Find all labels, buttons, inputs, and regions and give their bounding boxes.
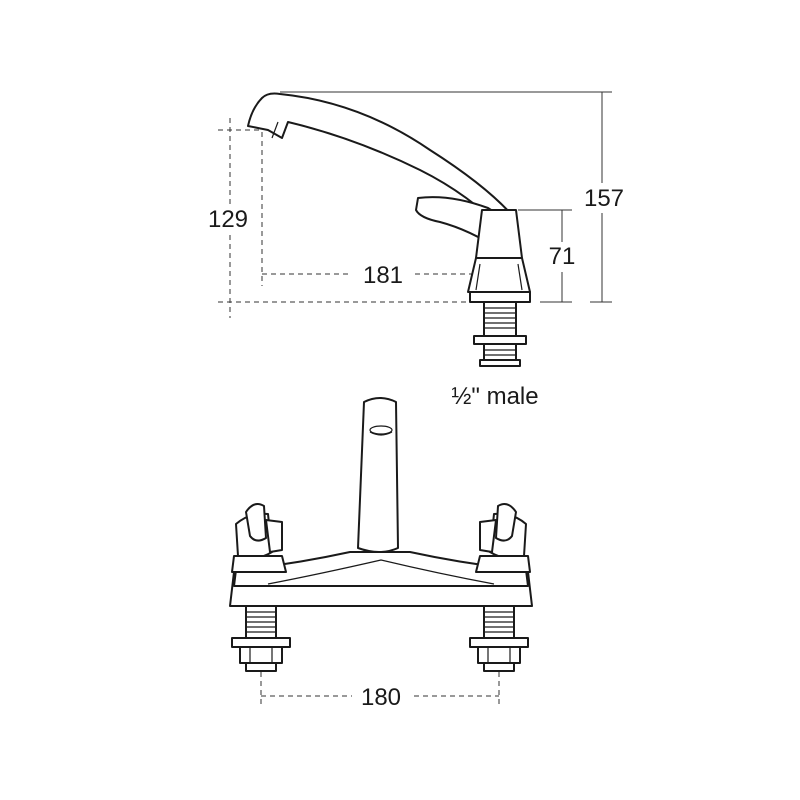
front-view: 180 — [229, 397, 533, 712]
body-height-dimension: 71 — [518, 209, 582, 303]
threaded-tail — [473, 301, 527, 367]
left-threaded-tail — [231, 605, 291, 672]
base-flange — [469, 291, 531, 303]
spout-column — [357, 397, 399, 553]
overall-height-label: 157 — [584, 185, 624, 212]
right-valve-head — [475, 503, 531, 573]
tap-centres-dimension: 180 — [260, 672, 500, 712]
body-height-label: 71 — [549, 243, 576, 270]
right-threaded-tail — [469, 605, 529, 672]
tap-body-upper — [475, 209, 523, 259]
left-valve-head — [231, 503, 287, 573]
overall-height-dimension: 157 — [280, 91, 628, 303]
spout-reach-label: 181 — [363, 262, 403, 289]
connection-label: ½" male — [451, 383, 538, 410]
side-view: 157 129 181 71 — [200, 91, 628, 410]
tap-centres-label: 180 — [361, 684, 401, 711]
tap-body-shroud — [467, 257, 531, 293]
spout-height-label: 129 — [208, 206, 248, 233]
spout-height-dimension: 129 — [200, 118, 470, 318]
spout-reach-dimension: 181 — [261, 132, 476, 289]
